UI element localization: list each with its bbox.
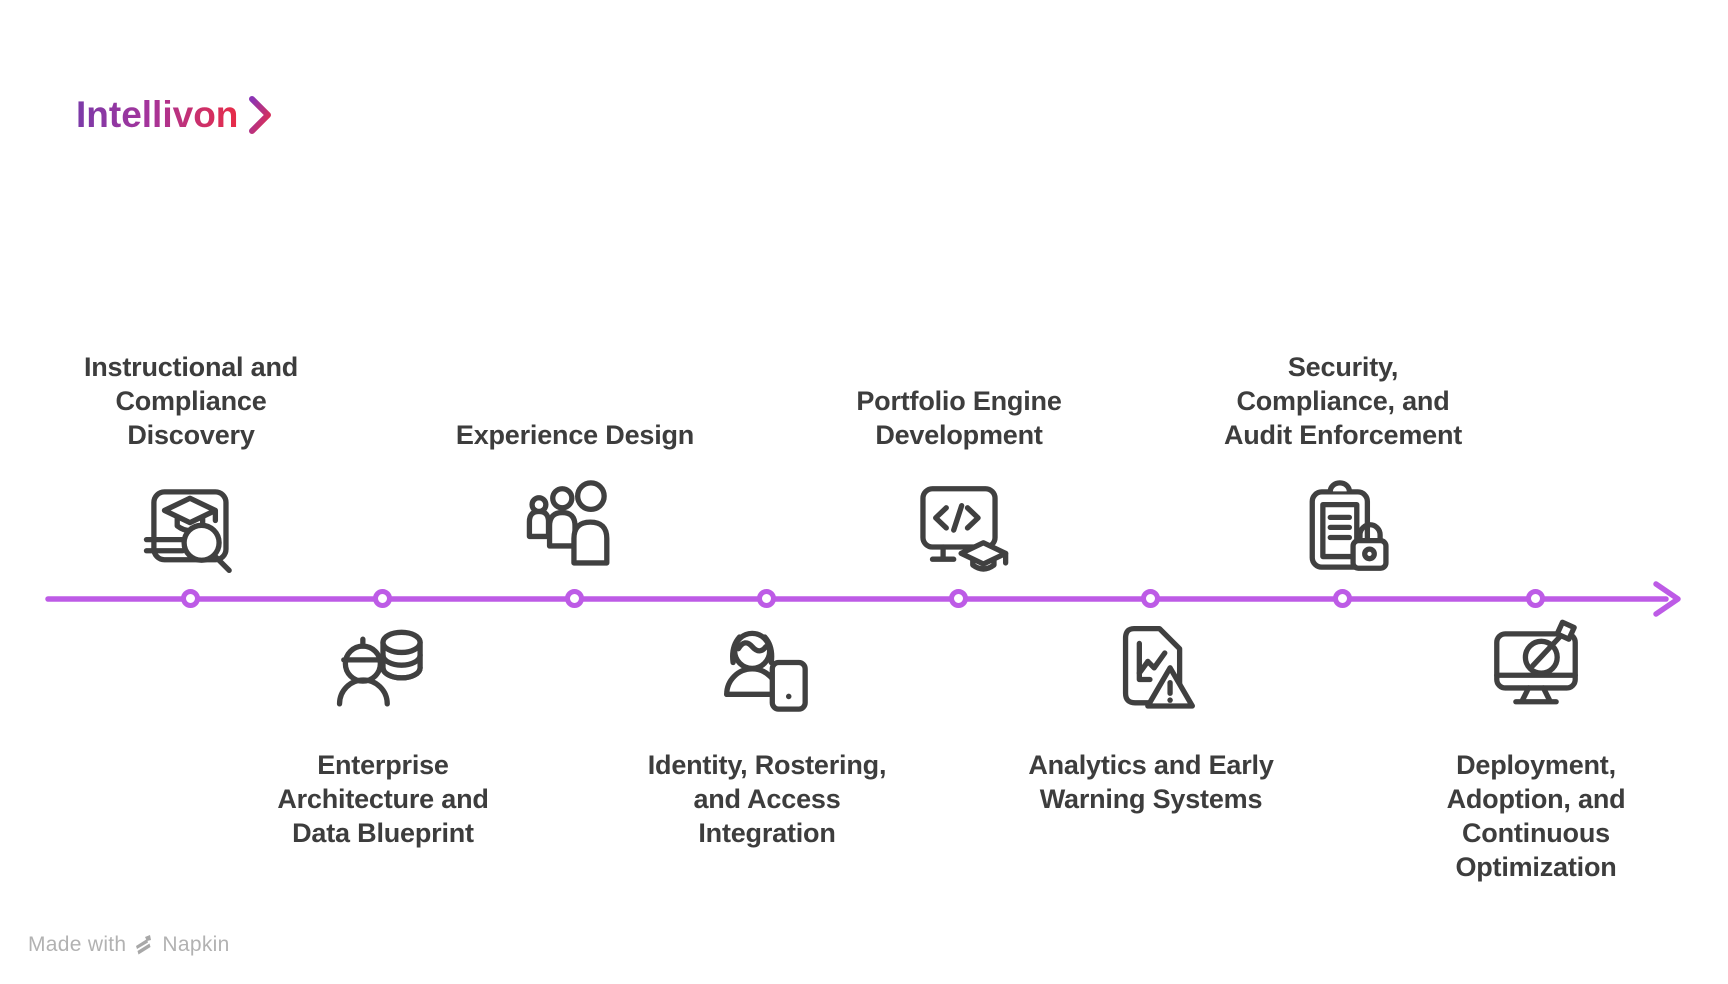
timeline-node-4: [757, 589, 776, 608]
milestone-title: Deployment, Adoption, and Continuous Opt…: [1447, 748, 1626, 884]
milestone-title: Analytics and Early Warning Systems: [1028, 748, 1274, 816]
report-warning-icon: [1098, 618, 1204, 724]
title-line: Compliance: [115, 386, 267, 416]
title-line: Data Blueprint: [292, 818, 474, 848]
title-line: Audit Enforcement: [1223, 420, 1463, 450]
title-line: Analytics and Early: [1028, 750, 1274, 780]
monitor-target-icon: [1483, 618, 1589, 724]
course-search-icon: [138, 476, 244, 582]
milestone-title: Enterprise Architecture and Data Bluepri…: [277, 748, 489, 850]
title-line: Portfolio Engine: [856, 386, 1062, 416]
title-line: Deployment,: [1456, 750, 1616, 780]
milestone-security-compliance-audit-enforcement: Security, Compliance, and Audit Enforcem…: [1193, 350, 1493, 582]
milestone-title: Identity, Rostering, and Access Integrat…: [648, 748, 887, 850]
title-line: and Access: [693, 784, 841, 814]
timeline-node-6: [1141, 589, 1160, 608]
title-line: Continuous: [1462, 818, 1610, 848]
chevron-right-icon: [247, 95, 274, 135]
title-line: Warning Systems: [1039, 784, 1263, 814]
timeline-line: [45, 581, 1681, 617]
title-line: Integration: [698, 818, 836, 848]
timeline-node-8: [1526, 589, 1545, 608]
title-line: Instructional and: [83, 352, 299, 382]
timeline-node-5: [949, 589, 968, 608]
user-group-icon: [522, 476, 628, 582]
milestone-identity-rostering-access-integration: Identity, Rostering, and Access Integrat…: [617, 618, 917, 850]
title-line: Development: [875, 420, 1043, 450]
code-monitor-graduation-icon: [906, 476, 1012, 582]
milestone-experience-design: Experience Design: [425, 418, 725, 582]
milestone-deployment-adoption-continuous-optimization: Deployment, Adoption, and Continuous Opt…: [1386, 618, 1686, 884]
milestone-analytics-early-warning-systems: Analytics and Early Warning Systems: [1001, 618, 1301, 816]
title-line: Enterprise: [317, 750, 449, 780]
timeline-node-1: [181, 589, 200, 608]
clipboard-lock-icon: [1290, 476, 1396, 582]
arrow-right-icon: [1653, 581, 1681, 617]
timeline-node-7: [1333, 589, 1352, 608]
timeline-node-3: [565, 589, 584, 608]
title-line: Compliance, and: [1236, 386, 1450, 416]
napkin-logo-icon: [133, 934, 155, 956]
footer-text: Made with: [28, 933, 127, 956]
milestone-portfolio-engine-development: Portfolio Engine Development: [809, 384, 1109, 582]
title-line: Security,: [1287, 352, 1399, 382]
timeline-node-2: [373, 589, 392, 608]
made-with-napkin-credit: Made with Napkin: [28, 933, 230, 957]
title-line: Optimization: [1455, 852, 1617, 882]
footer-brand: Napkin: [162, 933, 230, 956]
brand-name: Intellivon: [76, 94, 239, 135]
milestone-instructional-compliance-discovery: Instructional and Compliance Discovery: [41, 350, 341, 582]
milestone-title: Portfolio Engine Development: [856, 384, 1061, 452]
title-line: Architecture and: [277, 784, 489, 814]
milestone-title: Experience Design: [456, 418, 694, 452]
engineer-database-icon: [330, 618, 436, 724]
title-line: Discovery: [127, 420, 255, 450]
title-line: Identity, Rostering,: [647, 750, 887, 780]
milestone-enterprise-architecture-data-blueprint: Enterprise Architecture and Data Bluepri…: [233, 618, 533, 850]
milestone-title: Instructional and Compliance Discovery: [84, 350, 298, 452]
title-line: Experience Design: [455, 420, 695, 450]
person-tablet-icon: [714, 618, 820, 724]
milestone-title: Security, Compliance, and Audit Enforcem…: [1224, 350, 1462, 452]
title-line: Adoption, and: [1446, 784, 1626, 814]
brand-logo: Intellivon: [76, 94, 274, 136]
